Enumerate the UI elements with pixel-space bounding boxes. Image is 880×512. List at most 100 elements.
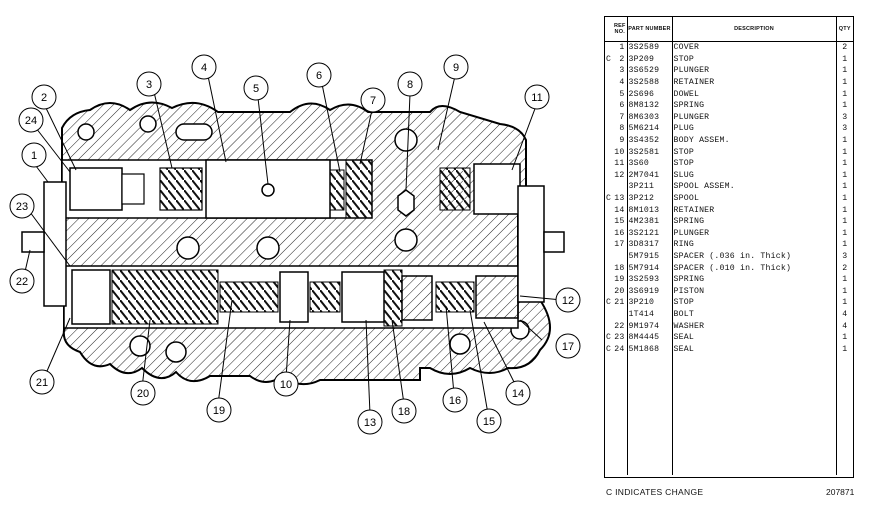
- svg-text:24: 24: [25, 115, 37, 127]
- ref-no-cell: 1: [613, 41, 628, 54]
- blank-cell: [836, 355, 853, 475]
- change-marker: C: [606, 333, 612, 343]
- qty-cell: 1: [842, 286, 848, 296]
- callout-12: 12: [555, 287, 581, 313]
- description-cell: SPRING: [672, 99, 837, 112]
- ref-no-cell: [613, 250, 628, 263]
- change-marker: [605, 135, 613, 147]
- ref-no-cell: 18: [613, 262, 628, 274]
- callout-9: 9: [443, 54, 469, 80]
- qty-cell: 2: [842, 43, 848, 53]
- qty-cell: 1: [842, 194, 848, 204]
- callout-4: 4: [191, 54, 217, 80]
- qty-cell: 3: [842, 124, 848, 134]
- change-marker: [605, 112, 613, 124]
- ref-no-cell: 4: [613, 76, 628, 89]
- blank-cell: [613, 355, 628, 476]
- description-cell: RING: [672, 239, 837, 251]
- ref-no-cell: 17: [613, 239, 628, 251]
- ref-no-cell: 23: [613, 331, 628, 344]
- ref-no-cell: 15: [613, 215, 628, 228]
- ref-no-cell: 8: [613, 123, 628, 135]
- description-cell: STOP: [672, 297, 837, 309]
- ref-no-cell: 22: [613, 320, 628, 332]
- change-marker: C: [606, 344, 612, 354]
- change-marker: [605, 158, 613, 170]
- parts-table-header: REF NO. PART NUMBER DESCRIPTION QTY: [605, 17, 853, 42]
- change-marker: [605, 239, 613, 251]
- description-cell: COVER: [672, 41, 837, 54]
- change-marker: [605, 320, 613, 332]
- ref-no-cell: 9: [613, 134, 628, 147]
- part-number-cell: 4M2381: [627, 215, 673, 228]
- description-cell: PLUNGER: [672, 111, 837, 124]
- end-covers: [21, 181, 565, 307]
- part-number-cell: 3S2593: [627, 273, 673, 286]
- description-cell: SPRING: [672, 215, 837, 228]
- description-header: DESCRIPTION: [672, 17, 837, 42]
- ref-no-cell: 7: [613, 111, 628, 124]
- description-cell: SLUG: [672, 169, 837, 182]
- part-number-cell: 3S6529: [627, 65, 673, 77]
- description-cell: SPOOL: [672, 192, 837, 205]
- qty-cell: 1: [842, 217, 848, 227]
- qty-cell: 3: [842, 112, 848, 122]
- change-marker: [605, 251, 613, 263]
- part-number-cell: 3D8317: [627, 239, 673, 251]
- svg-text:14: 14: [512, 388, 524, 400]
- part-number-cell: 3P210: [627, 297, 673, 309]
- qty-cell: 1: [842, 333, 848, 343]
- description-cell: PISTON: [672, 285, 837, 298]
- table-blank-space: [605, 355, 853, 476]
- part-number-cell: 3S2581: [627, 146, 673, 158]
- svg-text:20: 20: [137, 388, 149, 400]
- change-marker: C: [606, 54, 612, 64]
- change-marker: [605, 285, 613, 297]
- valve-cross-section-diagram: 1 2 3 4 5 6 7 8 9 10 11 12 13 14 15 16 1…: [9, 54, 581, 435]
- qty-cell: 1: [842, 205, 848, 215]
- callout-22: 22: [9, 268, 35, 294]
- lower-bore: [63, 265, 519, 329]
- part-number-cell: 3S2588: [627, 76, 673, 89]
- qty-cell: 1: [842, 344, 848, 354]
- change-marker: [605, 100, 613, 112]
- qty-cell: 1: [842, 182, 848, 192]
- callout-20: 20: [130, 380, 156, 406]
- ref-no-cell: 6: [613, 99, 628, 112]
- part-number-cell: 3S2589: [627, 41, 673, 54]
- description-cell: RETAINER: [672, 204, 837, 216]
- callout-1: 1: [21, 142, 47, 168]
- change-marker: [605, 170, 613, 182]
- callout-8: 8: [397, 71, 423, 97]
- part-number-cell: 3P209: [627, 53, 673, 66]
- qty-cell: 4: [842, 321, 848, 331]
- part-number-cell: 3S4352: [627, 134, 673, 147]
- description-cell: PLUNGER: [672, 227, 837, 240]
- qty-header: QTY: [836, 17, 853, 42]
- ref-no-header: REF NO.: [613, 17, 628, 42]
- description-cell: SPACER (.036 in. Thick): [672, 250, 837, 263]
- description-cell: BOLT: [672, 308, 837, 321]
- callout-19: 19: [206, 397, 232, 423]
- qty-cell: 2: [842, 263, 848, 273]
- ref-no-cell: [613, 308, 628, 321]
- change-marker: [605, 146, 613, 158]
- qty-cell: 3: [842, 251, 848, 261]
- ref-no-cell: 5: [613, 88, 628, 100]
